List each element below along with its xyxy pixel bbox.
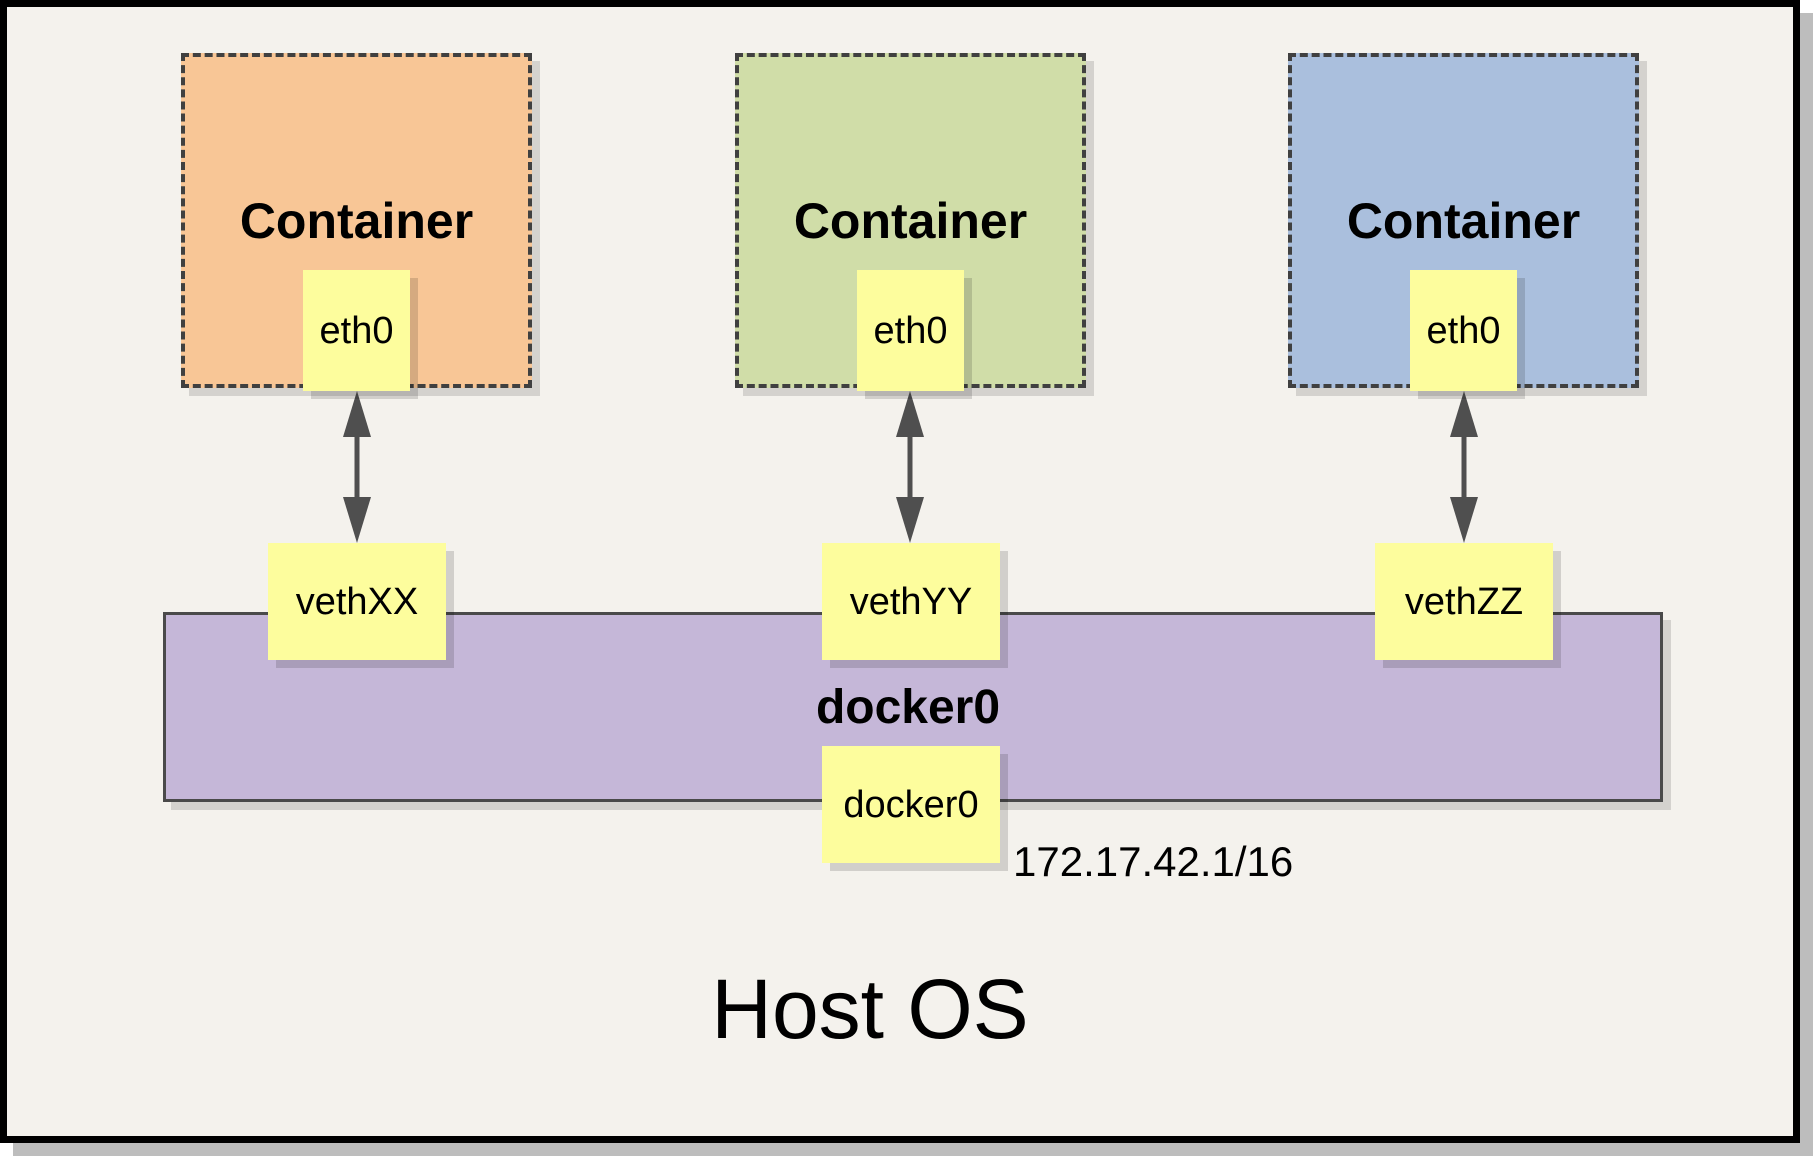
bridge-ip-label: 172.17.42.1/16 [1013,838,1294,885]
veth-box-1: vethXX [268,543,446,660]
veth-label-3: vethZZ [1404,580,1524,623]
bidirectional-arrow-icon-3 [1450,391,1478,543]
veth-label-1: vethXX [295,580,419,623]
container-title-3: Container [1346,192,1581,249]
eth0-interface-box-1: eth0 [303,270,410,391]
eth0-label-1: eth0 [319,309,394,352]
container-title-2: Container [793,192,1028,249]
container-title-1: Container [239,192,474,249]
docker0-interface-box: docker0 [822,746,1000,863]
docker0-bridge-label: docker0 [815,681,1001,734]
veth-label-2: vethYY [849,580,973,623]
eth0-label-3: eth0 [1426,309,1501,352]
eth0-interface-box-2: eth0 [857,270,964,391]
eth0-label-2: eth0 [873,309,948,352]
bidirectional-arrow-icon-2 [896,391,924,543]
veth-box-3: vethZZ [1375,543,1553,660]
host-os-label: Host OS [711,962,1029,1056]
docker0-interface-label: docker0 [843,783,979,826]
bidirectional-arrow-icon-1 [343,391,371,543]
veth-box-2: vethYY [822,543,1000,660]
eth0-interface-box-3: eth0 [1410,270,1517,391]
